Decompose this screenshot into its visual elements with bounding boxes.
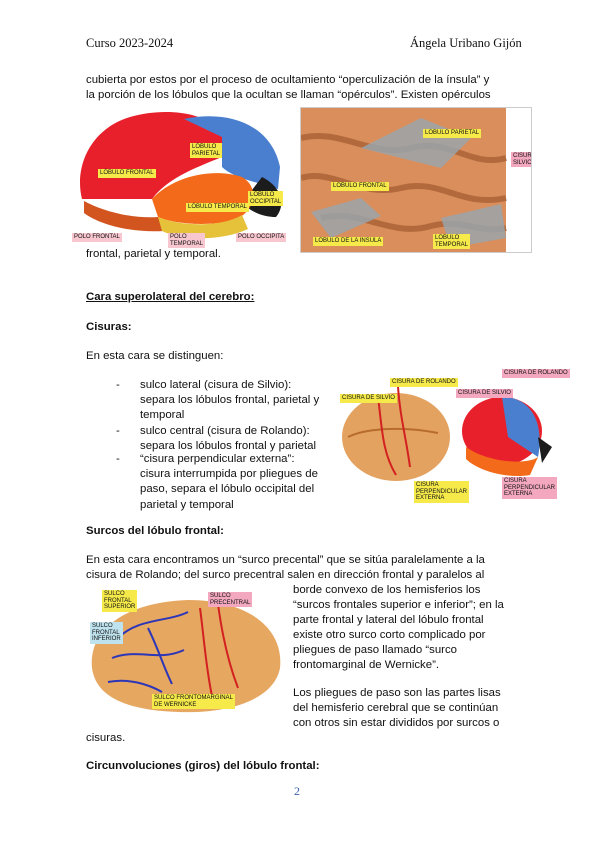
surcos-line-3: borde convexo de los hemisferios los [293, 584, 481, 596]
pliegues-line-4: cisuras. [86, 732, 126, 744]
label-polo-temporal: POLO TEMPORAL [168, 233, 206, 248]
label-lobulo-parietal-2: LOBULO PARIETAL [423, 129, 482, 138]
label-sulco-frontal-inferior: SULCO FRONTAL INFERIOR [90, 622, 123, 644]
label-cisura-perpendicular-b: CISURA PERPENDICULAR EXTERNA [502, 477, 558, 499]
surcos-line-5: parte frontal y lateral del lóbulo front… [293, 614, 484, 626]
section-heading-surcos: Surcos del lóbulo frontal: [86, 525, 224, 537]
label-lobulo-insula: LOBULO DE LA INSULA [313, 237, 384, 246]
section-subheading-cisuras: Cisuras: [86, 321, 132, 333]
surcos-line-8: frontomarginal de Wernicke”. [293, 659, 440, 671]
header-course: Curso 2023-2024 [86, 36, 174, 50]
label-polo-frontal: POLO FRONTAL [72, 233, 122, 242]
label-cisura-silvio-a: CISURA DE SILVIO [340, 394, 397, 403]
pliegues-line-1: Los pliegues de paso son las partes lisa… [293, 687, 501, 699]
label-sulco-frontal-superior: SULCO FRONTAL SUPERIOR [102, 590, 138, 612]
label-lobulo-occipital: LÓBULO OCCIPITAL [248, 191, 284, 206]
cisuras-illustration [342, 386, 552, 481]
label-polo-occipital: POLO OCCIPITA [236, 233, 287, 242]
figure-surcos-frontales: SULCO FRONTAL SUPERIOR SULCO FRONTAL INF… [88, 588, 284, 718]
label-cisura-rolando-a: CISURA DE ROLANDO [390, 378, 458, 387]
intro-line-3: frontal, parietal y temporal. [86, 248, 221, 260]
surcos-line-6: existe otro surco corto complicado por [293, 629, 486, 641]
label-cisura-silvio-b: CISURA DE SILVIO [456, 389, 513, 398]
figure-insula: LOBULO PARIETAL CISURA DE SILVIO LOBULO … [300, 107, 532, 253]
section-heading-circunvoluciones: Circunvoluciones (giros) del lóbulo fron… [86, 760, 320, 772]
bullet-sulco-central: - sulco central (cisura de Rolando): sep… [116, 425, 317, 453]
figure-lobes-lateral: LÓBULO FRONTAL LÓBULO PARIETAL LÓBULO TE… [72, 107, 294, 248]
surcos-line-2: cisura de Rolando; del surco precentral … [86, 569, 485, 581]
section-heading-superolateral: Cara superolateral del cerebro: [86, 291, 255, 303]
pliegues-line-3: con otros sin estar divididos por surcos… [293, 717, 500, 729]
section-intro-text: En esta cara se distinguen: [86, 350, 224, 362]
label-sulco-precentral: SULCO PRECENTRAL [208, 592, 253, 607]
pliegues-line-2: del hemisferio cerebral que se continúan [293, 702, 499, 714]
label-lobulo-frontal-2: LOBULO FRONTAL [331, 182, 389, 191]
bullet-cisura-perpendicular: - “cisura perpendicular externa”: cisura… [116, 453, 318, 511]
label-lobulo-temporal-2: LOBULO TEMPORAL [433, 234, 471, 249]
label-sulco-frontomarginal: SULCO FRONTOMARGINAL DE WERNICKE [152, 694, 235, 709]
intro-line-2: la porción de los lóbulos que la ocultan… [86, 89, 491, 101]
surcos-line-1: En esta cara encontramos un “surco prece… [86, 554, 485, 566]
page-number: 2 [294, 784, 300, 798]
figure-cisuras: CISURA DE ROLANDO CISURA DE SILVIO CISUR… [338, 367, 570, 503]
label-lobulo-parietal: LÓBULO PARIETAL [190, 143, 223, 158]
insula-illustration [301, 108, 507, 252]
surcos-line-4: “surcos frontales superior e inferior”; … [293, 599, 504, 611]
label-cisura-silvio-2: CISURA DE SILVIO [511, 152, 531, 167]
surcos-line-7: pliegues de paso llamado “surco [293, 644, 457, 656]
label-cisura-perpendicular-a: CISURA PERPENDICULAR EXTERNA [414, 481, 470, 503]
label-lobulo-temporal: LÓBULO TEMPORAL [186, 203, 249, 212]
bullet-sulco-lateral: - sulco lateral (cisura de Silvio): sepa… [116, 379, 320, 422]
label-cisura-rolando-b: CISURA DE ROLANDO [502, 369, 570, 378]
header-author: Ángela Uribano Gijón [410, 36, 522, 50]
label-lobulo-frontal: LÓBULO FRONTAL [98, 169, 156, 178]
surcos-illustration [91, 600, 281, 713]
intro-line-1: cubierta por estos por el proceso de ocu… [86, 74, 490, 86]
